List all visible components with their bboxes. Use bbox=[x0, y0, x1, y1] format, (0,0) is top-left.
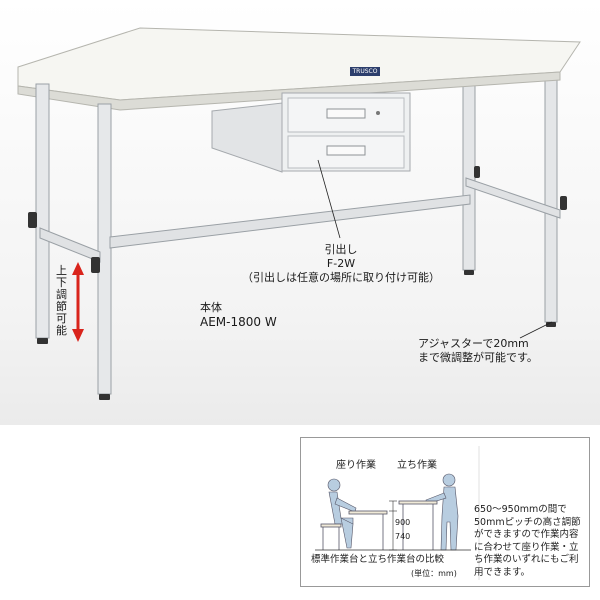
height-comparison-inset: 座り作業 立ち作業 900 740 標準作業台と立ち作業台の比較 (単位：mm)… bbox=[300, 437, 590, 587]
dim-740: 740 bbox=[395, 532, 411, 541]
sitting-label: 座り作業 bbox=[336, 460, 376, 471]
sitting-desk bbox=[320, 510, 388, 550]
standing-desk bbox=[398, 500, 438, 550]
sitting-figure-icon bbox=[327, 478, 357, 549]
body-label-model: AEM-1800 W bbox=[200, 315, 277, 329]
unit-label: (単位：mm) bbox=[411, 569, 457, 578]
adjuster-note-line1: アジャスターで20mm bbox=[418, 337, 529, 350]
leader-lines bbox=[317, 159, 553, 339]
adjuster-feet bbox=[37, 270, 556, 400]
drawer-label-title: 引出し bbox=[324, 243, 358, 256]
standing-label: 立ち作業 bbox=[397, 460, 437, 471]
body-label-title: 本体 bbox=[200, 301, 222, 314]
height-knobs bbox=[28, 166, 567, 273]
comparison-caption: 標準作業台と立ち作業台の比較 bbox=[311, 554, 445, 565]
tabletop bbox=[17, 27, 581, 111]
brand-badge bbox=[350, 67, 380, 76]
standing-figure-icon bbox=[425, 473, 459, 551]
height-adjust-label: 上下調節可能 bbox=[56, 264, 67, 337]
workbench-illustration bbox=[17, 27, 581, 400]
dimension-lines bbox=[315, 500, 471, 551]
brand-badge-text: TRUSCO bbox=[352, 68, 378, 75]
height-adjust-arrow bbox=[72, 262, 84, 342]
drawer-unit bbox=[211, 92, 411, 173]
height-range-description: 650～950mmの間で50mmピッチの高さ調節ができますので作業内容に合わせて… bbox=[474, 504, 581, 578]
drawer-label-note: （引出しは任意の場所に取り付け可能） bbox=[242, 271, 440, 284]
stretchers bbox=[39, 177, 561, 263]
dim-900: 900 bbox=[395, 518, 411, 527]
front-legs bbox=[35, 83, 112, 395]
drawer-label-model: F-2W bbox=[326, 257, 356, 270]
adjuster-note: アジャスターで20mm まで微調整が可能です。 bbox=[418, 337, 538, 365]
adjuster-note-line2: まで微調整が可能です。 bbox=[418, 351, 538, 364]
comparison-figures bbox=[315, 446, 480, 580]
drawer-label: 引出し F-2W （引出しは任意の場所に取り付け可能） bbox=[226, 243, 456, 285]
body-label: 本体 AEM-1800 W bbox=[200, 301, 277, 329]
